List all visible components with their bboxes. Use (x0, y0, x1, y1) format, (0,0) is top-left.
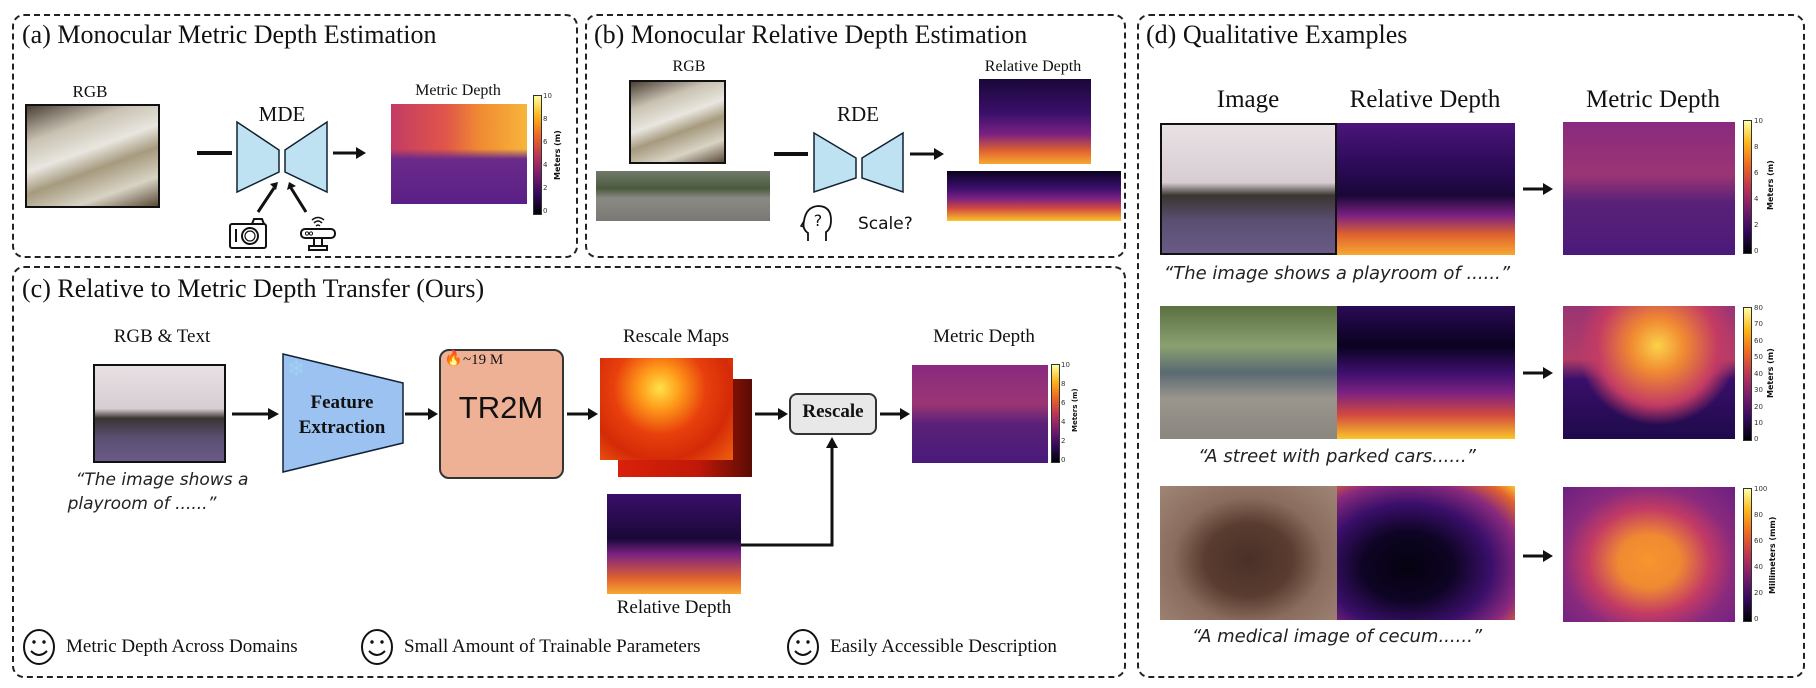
panel-a-input-line (197, 151, 232, 155)
arrow-to-metric-depth (880, 408, 910, 420)
row2-colorbar (1743, 307, 1752, 441)
panel-a-rgb-label: RGB (72, 82, 108, 101)
panel-c-relative-depth-label: Relative Depth (616, 597, 732, 618)
panel-c-input-caption-line2: playroom of ......” (67, 494, 217, 514)
rescale-label: Rescale (802, 401, 864, 422)
benefit-1: Metric Depth Across Domains (66, 636, 298, 657)
benefit-3: Easily Accessible Description (830, 636, 1057, 657)
benefit-2: Small Amount of Trainable Parameters (404, 636, 701, 657)
panel-b (585, 14, 1126, 258)
mde-label: MDE (258, 102, 306, 126)
row2-relative-depth (1337, 306, 1515, 439)
head-question-icon: ? (799, 205, 832, 241)
panel-a-metric-depth-map (391, 104, 527, 204)
panel-a-colorbar-title: Meters (m) (553, 130, 562, 180)
sensor-arrows (256, 182, 308, 213)
row3-colorbar (1743, 488, 1752, 622)
header-metric-depth: Metric Depth (1586, 86, 1720, 113)
rescale-map-front (600, 358, 733, 460)
row2-metric-depth (1563, 306, 1735, 439)
row3-relative-depth (1337, 486, 1515, 620)
tr2m-block (439, 349, 564, 479)
panel-c-relative-depth-map (607, 494, 741, 594)
panel-b-relative-depth-street (947, 171, 1121, 221)
panel-a (12, 14, 578, 258)
header-image: Image (1216, 86, 1280, 113)
arrow-to-rescale (755, 408, 788, 420)
row1-colorbar (1743, 120, 1752, 254)
arrow-to-tr2m (405, 408, 438, 420)
row3-colorbar-title: Millimeters (mm) (1768, 516, 1777, 594)
rescale-block (789, 393, 877, 435)
panel-c-title: (c) Relative to Metric Depth Transfer (O… (22, 274, 485, 303)
panel-b-title: (b) Monocular Relative Depth Estimation (594, 20, 1028, 49)
rescale-maps-label: Rescale Maps (622, 326, 730, 347)
feature-extraction-block (282, 353, 404, 473)
panel-c-metric-depth-map (912, 365, 1048, 463)
panel-a-colorbar (533, 95, 542, 215)
panel-d-title: (d) Qualitative Examples (1146, 20, 1408, 49)
smiley-icon-3 (787, 629, 819, 665)
row2-arrow (1523, 367, 1553, 379)
panel-b-output-label: Relative Depth (984, 58, 1082, 75)
panel-c-colorbar (1051, 364, 1060, 463)
panel-b-input-line (774, 152, 808, 156)
panel-b-output-arrow (910, 148, 944, 160)
arrow-to-feature (232, 408, 279, 420)
tr2m-params: ~19 M (463, 352, 504, 368)
row2-caption: “A street with parked cars......” (1198, 446, 1476, 467)
row3-caption: “A medical image of cecum......” (1191, 626, 1483, 647)
mde-encoder-decoder (236, 120, 328, 194)
panel-a-title: (a) Monocular Metric Depth Estimation (22, 20, 437, 49)
panel-d (1137, 14, 1805, 678)
arrow-to-rescale-maps (567, 408, 598, 420)
row1-caption: “The image shows a playroom of ......” (1163, 263, 1511, 284)
row3-image (1160, 486, 1337, 620)
smiley-icon-2 (361, 629, 393, 665)
panel-b-rgb-indoor-image (629, 80, 726, 164)
rde-label: RDE (837, 102, 879, 126)
row1-image (1160, 123, 1337, 255)
camera-icon (229, 218, 267, 249)
svg-text:?: ? (814, 211, 823, 230)
panel-a-output-label: Metric Depth (415, 82, 501, 99)
smiley-icon-1 (23, 629, 55, 665)
row1-arrow (1523, 183, 1553, 195)
scale-question-label: Scale? (858, 214, 913, 234)
snowflake-icon: ❄ (287, 356, 306, 381)
panel-c (12, 266, 1126, 678)
tr2m-label: TR2M (458, 390, 544, 425)
row1-metric-depth (1563, 122, 1735, 255)
panel-b-rgb-street-image (596, 171, 770, 221)
feature-label-line1: Feature (310, 392, 374, 413)
lidar-sensor-icon (300, 216, 336, 251)
row1-relative-depth (1337, 123, 1515, 255)
row2-image (1160, 306, 1337, 439)
flame-icon: 🔥 (444, 351, 463, 367)
relative-depth-to-rescale-arrow (741, 437, 838, 547)
header-relative-depth: Relative Depth (1349, 86, 1501, 113)
panel-a-output-arrow (333, 147, 366, 159)
panel-c-rgb-image (93, 364, 226, 463)
panel-b-relative-depth-indoor (979, 79, 1091, 164)
row1-colorbar-title: Meters (m) (1766, 160, 1775, 210)
panel-c-input-label: RGB & Text (113, 326, 211, 347)
panel-a-rgb-image (25, 104, 160, 208)
row3-metric-depth (1563, 487, 1735, 622)
feature-label-line2: Extraction (298, 417, 386, 438)
row2-colorbar-title: Meters (m) (1766, 348, 1775, 398)
panel-b-rgb-label: RGB (672, 58, 706, 75)
panel-c-input-caption-line1: “The image shows a (75, 470, 249, 490)
panel-c-colorbar-title: Meters (m) (1071, 388, 1079, 432)
rde-encoder-decoder (813, 131, 904, 194)
row3-arrow (1523, 550, 1553, 562)
panel-c-output-label: Metric Depth (933, 326, 1035, 347)
